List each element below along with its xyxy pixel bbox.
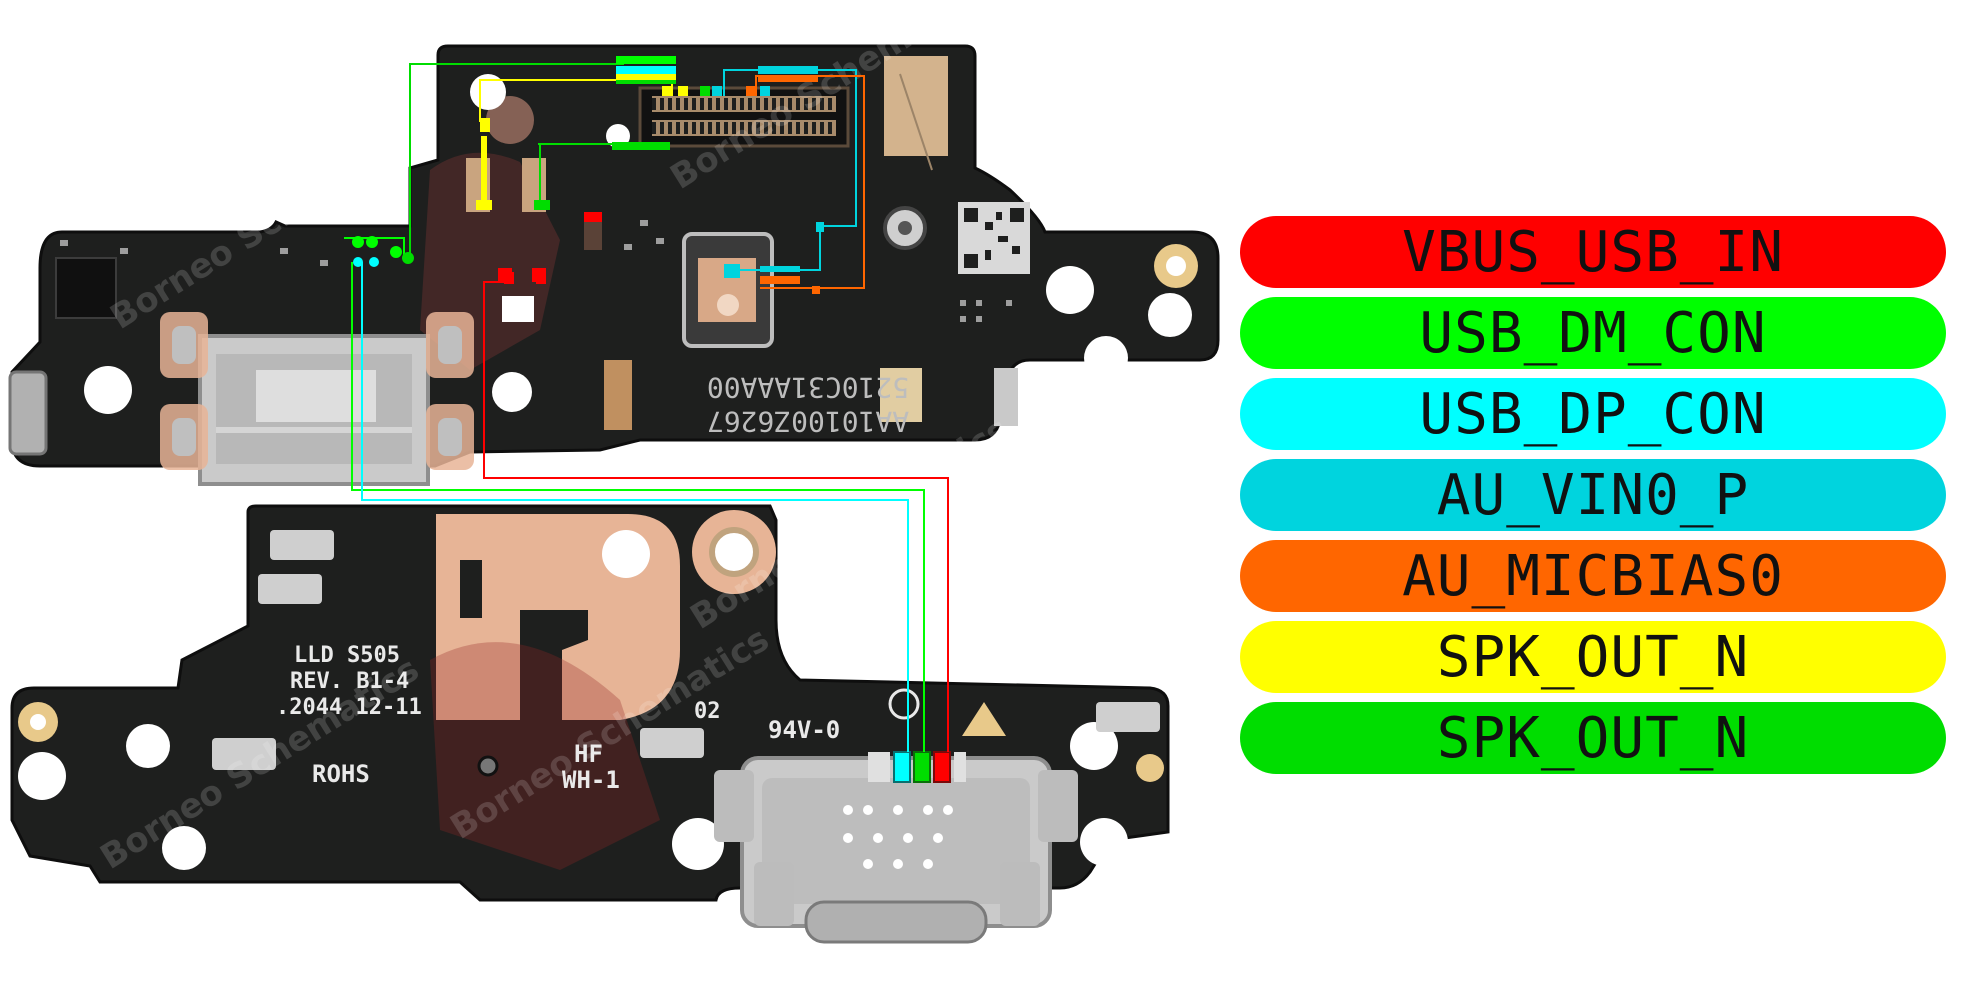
top-copper-pad-small [486, 96, 534, 144]
board-date-label: .2044 12-11 [276, 695, 422, 720]
top-gold-pad-center [1166, 256, 1186, 276]
board-hf-label: HF [574, 740, 603, 768]
legend-item-au-vin0-p: AU_VIN0_P [1240, 459, 1946, 531]
board-wh-label: WH-1 [562, 766, 620, 794]
bottom-usb-port [714, 756, 1078, 944]
net-markers [352, 56, 824, 294]
bottom-hole-4 [162, 826, 206, 870]
bottom-spring-3 [212, 738, 276, 770]
top-left-spring [8, 370, 48, 456]
legend-item-vbus-usb-in: VBUS_USB_IN [1240, 216, 1946, 288]
board-flame-rating: 94V-0 [768, 716, 840, 744]
top-usb-port [198, 334, 430, 486]
legend-item-usb-dm-con: USB_DM_CON [1240, 297, 1946, 369]
legend-item-spk-out-n-yellow: SPK_OUT_N [1240, 621, 1946, 693]
top-mic-shield [884, 56, 948, 156]
bottom-hole-8 [1136, 754, 1164, 782]
bottom-spring-1 [270, 530, 334, 560]
trace-spk-out-n-green [409, 63, 624, 256]
legend-item-usb-dp-con: USB_DP_CON [1240, 378, 1946, 450]
bottom-board: LLD S505 REV. B1-4 .2044 12-11 ROHS 02 9… [10, 409, 1170, 944]
trace-au-micbias0 [755, 75, 865, 289]
top-hole-6 [492, 372, 532, 412]
board-rohs-label: ROHS [312, 760, 370, 788]
trace-vbus [483, 281, 949, 752]
legend-item-au-micbias0: AU_MICBIAS0 [1240, 540, 1946, 612]
bottom-hole-1 [602, 530, 650, 578]
board-model-label: LLD S505 [294, 643, 400, 668]
top-hole-3 [1046, 266, 1094, 314]
bottom-hole-5 [672, 818, 724, 870]
bottom-spring-5 [1096, 702, 1160, 732]
ul-logo-icon [888, 688, 920, 720]
bottom-hole-6 [1070, 722, 1118, 770]
top-board-code-1: 5210C31AAA00 [707, 371, 909, 404]
recycle-triangle-icon [962, 702, 1006, 736]
trace-au-vin0 [723, 69, 857, 271]
bottom-mic-hole [477, 755, 499, 777]
bottom-red-logo [430, 642, 660, 870]
bottom-hole-3 [126, 724, 170, 768]
bottom-hole-2 [18, 752, 66, 800]
trace-usb-dp [361, 262, 909, 752]
legend-item-spk-out-n-green: SPK_OUT_N [1240, 702, 1946, 774]
top-fpc-connector [638, 86, 850, 148]
trace-usb-dm [351, 262, 925, 752]
top-board-code-2: AA10100Z6267 [707, 405, 909, 438]
signal-legend: VBUS_USB_IN USB_DM_CON USB_DP_CON AU_VIN… [1240, 216, 1946, 783]
top-hole-5 [84, 366, 132, 414]
board-pad-label: 02 [694, 699, 721, 724]
top-hole-7 [1148, 293, 1192, 337]
signal-traces [344, 63, 949, 752]
top-hole-4 [1084, 336, 1128, 380]
bottom-spring-2 [258, 574, 322, 604]
bottom-hole-7 [1080, 818, 1128, 866]
bottom-usb-pins [868, 751, 966, 783]
bottom-spring-4 [640, 728, 704, 758]
top-board: 5210C31AAA00 AA10100Z6267 Borneo Schemat… [8, 0, 1220, 486]
board-revision-label: REV. B1-4 [290, 669, 409, 694]
